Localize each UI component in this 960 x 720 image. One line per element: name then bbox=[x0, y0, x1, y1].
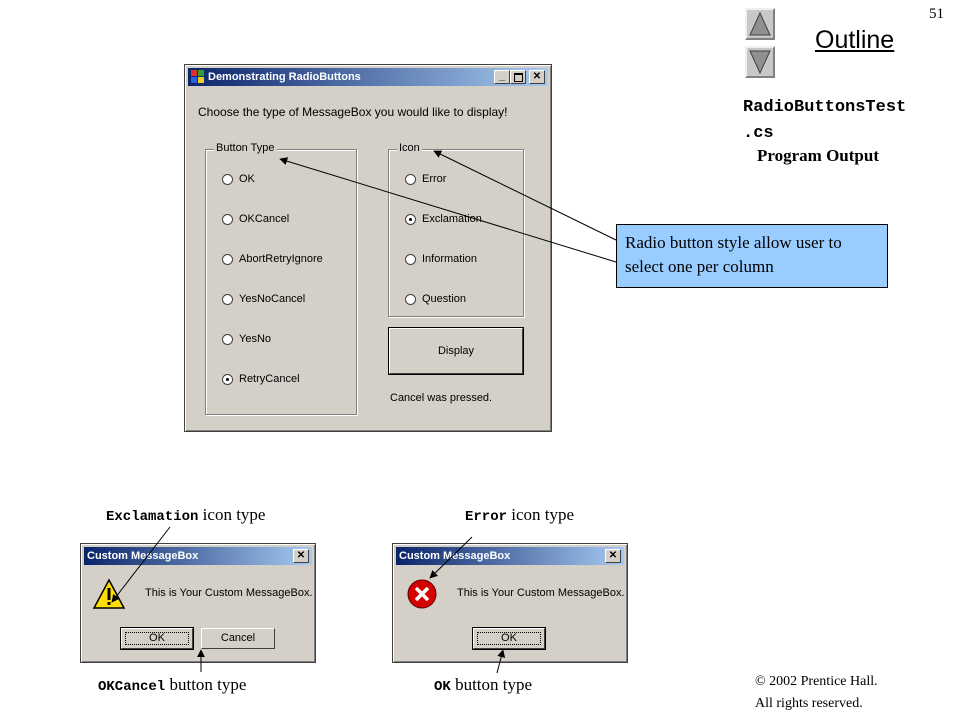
radio-label: OKCancel bbox=[239, 213, 290, 225]
messagebox-title-bar[interactable]: Custom MessageBox ✕ bbox=[396, 547, 624, 565]
status-label: Cancel was pressed. bbox=[390, 392, 493, 404]
close-icon: ✕ bbox=[532, 71, 542, 82]
radio-label: RetryCancel bbox=[239, 373, 300, 385]
radio-label: Question bbox=[422, 293, 467, 305]
messagebox-title: Custom MessageBox bbox=[399, 550, 511, 562]
radio-question[interactable]: Question bbox=[405, 293, 466, 305]
button-type-group-label: Button Type bbox=[214, 142, 277, 154]
close-icon: ✕ bbox=[296, 550, 306, 561]
close-icon: ✕ bbox=[608, 550, 618, 561]
radio-retrycancel[interactable]: RetryCancel bbox=[222, 373, 300, 385]
close-button[interactable]: ✕ bbox=[529, 70, 545, 84]
radio-error[interactable]: Error bbox=[405, 173, 446, 185]
messagebox-message: This is Your Custom MessageBox. bbox=[145, 587, 313, 599]
ok-button[interactable]: OK bbox=[120, 627, 194, 650]
radio-circle bbox=[222, 173, 233, 185]
warning-icon bbox=[92, 578, 126, 609]
radio-abortretryignore[interactable]: AbortRetryIgnore bbox=[222, 253, 323, 265]
caption-code: Error bbox=[465, 509, 508, 525]
caption-code: OK bbox=[434, 679, 451, 695]
caption-text: icon type bbox=[511, 505, 575, 524]
caption-text: button type bbox=[169, 675, 247, 694]
app-icon bbox=[191, 70, 205, 84]
error-icon bbox=[407, 579, 437, 609]
radio-label: AbortRetryIgnore bbox=[239, 253, 323, 265]
exclamation-icon-caption: Exclamation icon type bbox=[106, 505, 265, 525]
messagebox-exclamation: Custom MessageBox ✕ This is Your Custom … bbox=[80, 543, 316, 663]
caption-text: button type bbox=[455, 675, 533, 694]
cancel-button-label: Cancel bbox=[220, 632, 256, 644]
previous-slide-button[interactable] bbox=[745, 8, 775, 40]
okcancel-button-caption: OKCancel button type bbox=[98, 675, 246, 695]
button-type-group: Button Type OK OKCancel AbortRetryIgnore… bbox=[205, 142, 357, 415]
minimize-icon: _ bbox=[499, 71, 505, 82]
maximize-button[interactable] bbox=[510, 70, 526, 84]
radio-buttons-window: Demonstrating RadioButtons _ ✕ Choose th… bbox=[184, 64, 552, 432]
radio-circle bbox=[222, 293, 233, 305]
maximize-icon bbox=[513, 73, 523, 82]
display-button-label: Display bbox=[437, 345, 475, 357]
triangle-up-icon bbox=[749, 11, 771, 36]
window-title: Demonstrating RadioButtons bbox=[208, 71, 361, 83]
page-number: 51 bbox=[929, 6, 944, 22]
radio-circle bbox=[222, 333, 233, 345]
close-button[interactable]: ✕ bbox=[293, 549, 309, 563]
copyright-line-2: All rights reserved. bbox=[755, 696, 863, 711]
focus-rect bbox=[125, 632, 189, 645]
ok-button-label: OK bbox=[501, 632, 517, 644]
radio-label: Information bbox=[422, 253, 478, 265]
messagebox-title: Custom MessageBox bbox=[87, 550, 199, 562]
cancel-button[interactable]: Cancel bbox=[201, 628, 275, 649]
radio-circle bbox=[405, 293, 416, 305]
radio-label: OK bbox=[239, 173, 255, 185]
program-output-label: Program Output bbox=[757, 146, 879, 165]
caption-code: OKCancel bbox=[98, 679, 166, 695]
caption-code: Exclamation bbox=[106, 509, 199, 525]
radio-circle bbox=[405, 173, 416, 185]
messagebox-title-bar[interactable]: Custom MessageBox ✕ bbox=[84, 547, 312, 565]
radio-circle-selected bbox=[405, 213, 416, 225]
ok-button[interactable]: OK bbox=[472, 627, 546, 650]
triangle-down-icon bbox=[749, 50, 771, 75]
ok-button-caption: OK button type bbox=[434, 675, 532, 695]
copyright: © 2002 Prentice Hall. All rights reserve… bbox=[755, 671, 878, 715]
file-name-line-1: RadioButtonsTest bbox=[743, 98, 907, 117]
radio-ok[interactable]: OK bbox=[222, 173, 255, 185]
messagebox-error: Custom MessageBox ✕ This is Your Custom … bbox=[392, 543, 628, 663]
close-button[interactable]: ✕ bbox=[605, 549, 621, 563]
prompt-label: Choose the type of MessageBox you would … bbox=[198, 105, 508, 119]
radio-label: YesNoCancel bbox=[239, 293, 306, 305]
radio-label: Exclamation bbox=[422, 213, 482, 225]
minimize-button[interactable]: _ bbox=[494, 70, 510, 84]
outline-link[interactable]: Outline bbox=[815, 26, 895, 54]
radio-yesno[interactable]: YesNo bbox=[222, 333, 271, 345]
radio-circle-selected bbox=[222, 373, 233, 385]
display-button[interactable]: Display bbox=[388, 327, 524, 375]
radio-yesnocancel[interactable]: YesNoCancel bbox=[222, 293, 305, 305]
radio-circle bbox=[405, 253, 416, 265]
next-slide-button[interactable] bbox=[745, 46, 775, 78]
copyright-line-1: © 2002 Prentice Hall. bbox=[755, 674, 878, 689]
radio-label: Error bbox=[422, 173, 447, 185]
window-title-bar[interactable]: Demonstrating RadioButtons _ ✕ bbox=[188, 68, 548, 86]
icon-group-label: Icon bbox=[397, 142, 422, 154]
icon-group: Icon Error Exclamation Information Quest… bbox=[388, 142, 524, 317]
file-name-line-2: .cs bbox=[743, 124, 774, 143]
messagebox-message: This is Your Custom MessageBox. bbox=[457, 587, 625, 599]
radio-label: YesNo bbox=[239, 333, 272, 345]
radio-circle bbox=[222, 253, 233, 265]
callout-box: Radio button style allow user to select … bbox=[616, 224, 888, 288]
caption-text: icon type bbox=[202, 505, 266, 524]
radio-information[interactable]: Information bbox=[405, 253, 477, 265]
file-name: RadioButtonsTest .cs bbox=[743, 95, 906, 147]
ok-button-label: OK bbox=[149, 632, 165, 644]
error-icon-caption: Error icon type bbox=[465, 505, 574, 525]
radio-circle bbox=[222, 213, 233, 225]
radio-okcancel[interactable]: OKCancel bbox=[222, 213, 289, 225]
radio-exclamation[interactable]: Exclamation bbox=[405, 213, 482, 225]
focus-rect bbox=[477, 632, 541, 645]
